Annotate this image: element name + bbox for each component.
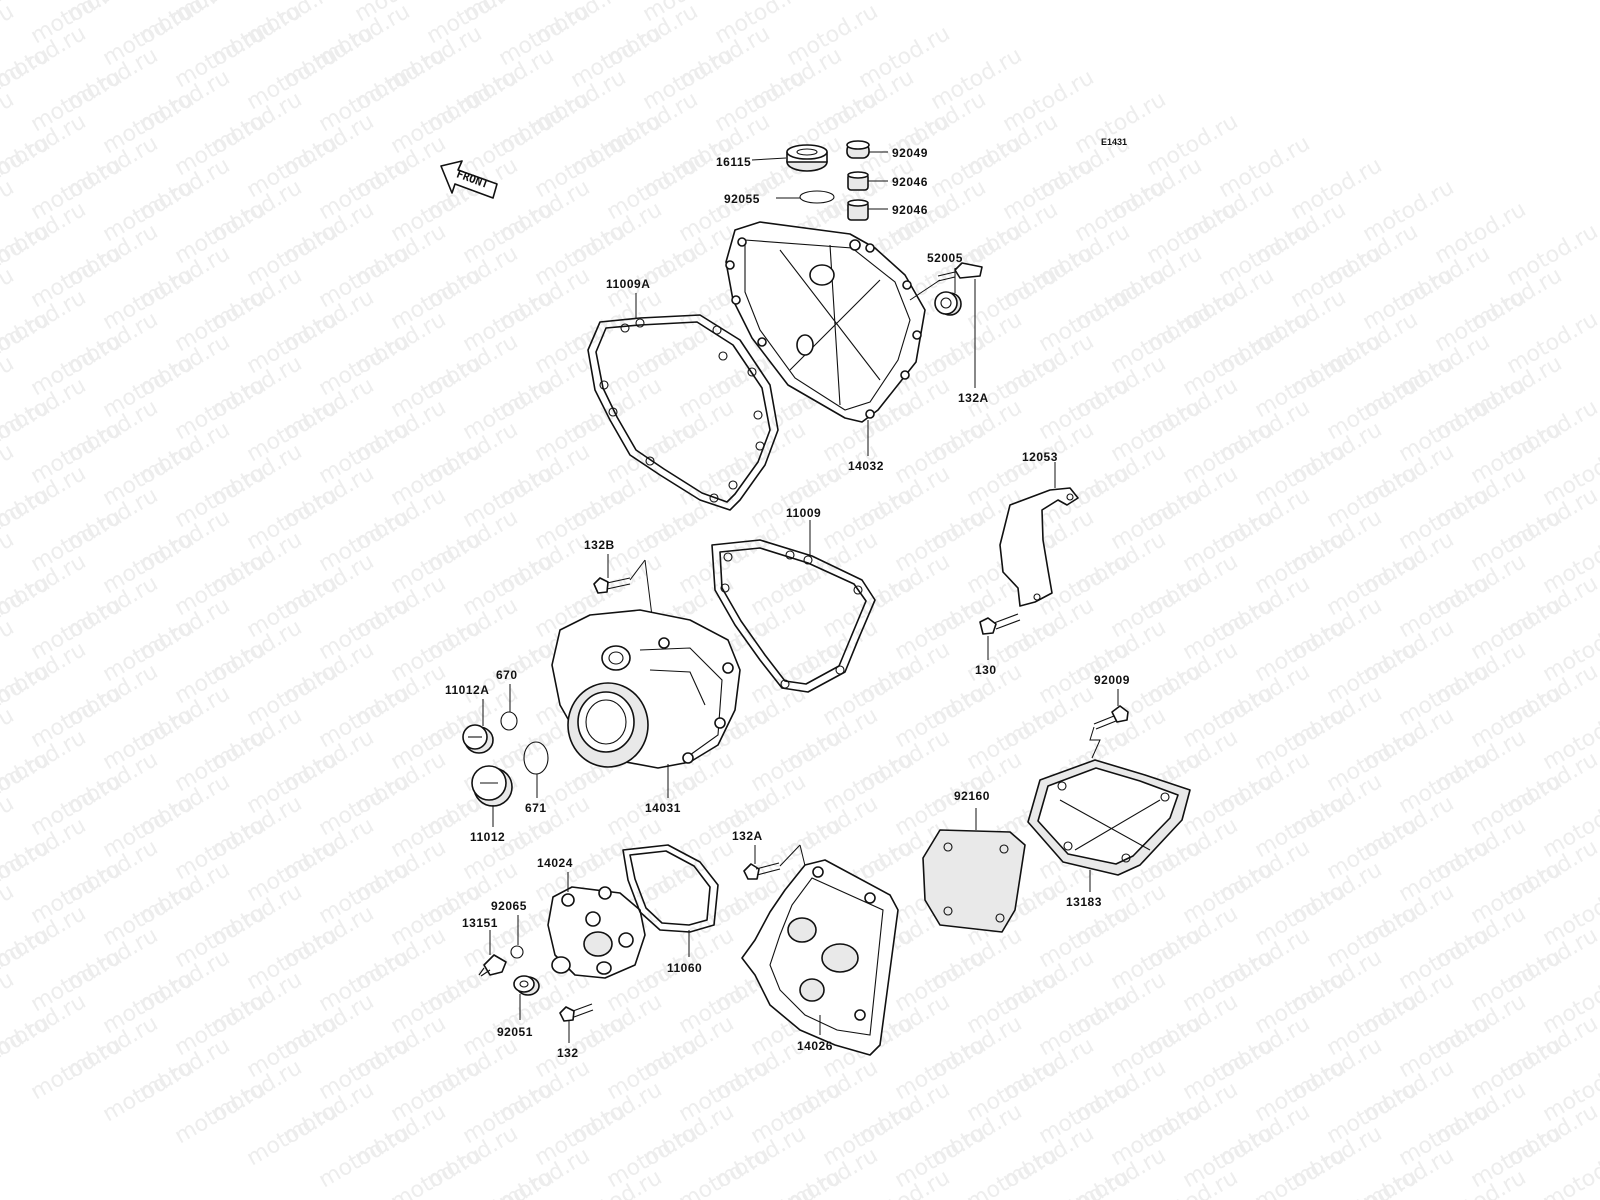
part-14032-clutch-cover[interactable] xyxy=(725,221,926,423)
part-132B-bolt[interactable] xyxy=(593,577,631,594)
part-132A-bolt[interactable] xyxy=(937,262,983,282)
watermark-text: motod.ru xyxy=(963,1143,1063,1200)
part-52005-seal[interactable] xyxy=(934,291,962,316)
label-13151: 13151 xyxy=(462,916,498,930)
part-92051-seal[interactable] xyxy=(513,975,540,996)
label-12053: 12053 xyxy=(1022,450,1058,464)
part-92046-bearing[interactable] xyxy=(847,171,869,191)
label-13183: 13183 xyxy=(1066,895,1102,909)
label-92160: 92160 xyxy=(954,789,990,803)
label-11060: 11060 xyxy=(667,961,702,975)
label-132B: 132B xyxy=(584,538,615,552)
part-12053-guard[interactable] xyxy=(999,487,1079,607)
label-92009: 92009 xyxy=(1094,673,1130,687)
part-14024-water-pump[interactable] xyxy=(547,886,646,979)
part-11009-gasket[interactable] xyxy=(711,539,876,693)
watermark-text: motod.ru xyxy=(675,1143,775,1200)
label-92046-b: 92046 xyxy=(892,203,928,217)
label-92065: 92065 xyxy=(491,899,527,913)
part-11012A-plug[interactable] xyxy=(462,724,494,754)
part-671-o-ring[interactable] xyxy=(523,741,549,775)
part-670-o-ring[interactable] xyxy=(500,711,518,731)
label-92051: 92051 xyxy=(497,1025,533,1039)
diagram-code: E1431 xyxy=(1101,137,1127,147)
label-92046-a: 92046 xyxy=(892,175,928,189)
label-11009A: 11009A xyxy=(606,277,650,291)
label-11012: 11012 xyxy=(470,830,505,844)
label-671: 671 xyxy=(525,801,547,815)
label-132: 132 xyxy=(557,1046,579,1060)
part-92065-washer[interactable] xyxy=(510,945,524,959)
label-14031: 14031 xyxy=(645,801,681,815)
part-132A-bolt-2[interactable] xyxy=(743,862,781,880)
part-92055-o-ring[interactable] xyxy=(799,190,835,204)
label-92055: 92055 xyxy=(724,192,760,206)
part-13151-fitting[interactable] xyxy=(478,954,507,977)
label-130: 130 xyxy=(975,663,997,677)
part-92046-bearing-2[interactable] xyxy=(847,199,869,221)
watermark-text: motod.ru xyxy=(315,1121,415,1193)
label-11012A: 11012A xyxy=(445,683,489,697)
part-11060-gasket[interactable] xyxy=(622,844,719,933)
label-11009: 11009 xyxy=(786,506,821,520)
part-132-bolt[interactable] xyxy=(559,1003,594,1022)
label-52005: 52005 xyxy=(927,251,963,265)
part-92160-plate[interactable] xyxy=(922,829,1026,933)
watermark-text: motod.ru xyxy=(387,1143,487,1200)
watermark-text: motod.ru xyxy=(243,1099,343,1171)
part-16115-filler-cap[interactable] xyxy=(786,144,828,172)
part-14026-sprocket-cover[interactable] xyxy=(741,859,899,1056)
label-132A-top: 132A xyxy=(958,391,989,405)
label-132A-mid: 132A xyxy=(732,829,763,843)
watermark-text: motod.ru xyxy=(1251,1143,1351,1200)
label-92049: 92049 xyxy=(892,146,928,160)
watermark-text: motod.ru xyxy=(171,1077,271,1149)
part-130-bolt[interactable] xyxy=(979,613,1021,635)
label-14026: 14026 xyxy=(797,1039,833,1053)
part-92049-seal[interactable] xyxy=(846,140,870,159)
part-11009A-gasket[interactable] xyxy=(587,314,779,511)
label-670: 670 xyxy=(496,668,518,682)
label-14024: 14024 xyxy=(537,856,573,870)
watermark-text: motod.ru xyxy=(99,1055,199,1127)
label-14032: 14032 xyxy=(848,459,884,473)
label-16115: 16115 xyxy=(716,155,751,169)
part-92009-bolt[interactable] xyxy=(1093,705,1129,730)
watermark-text: motod.ru xyxy=(27,1033,127,1105)
part-14031-generator-cover[interactable] xyxy=(551,609,741,769)
part-13183-cover[interactable] xyxy=(1027,759,1191,876)
